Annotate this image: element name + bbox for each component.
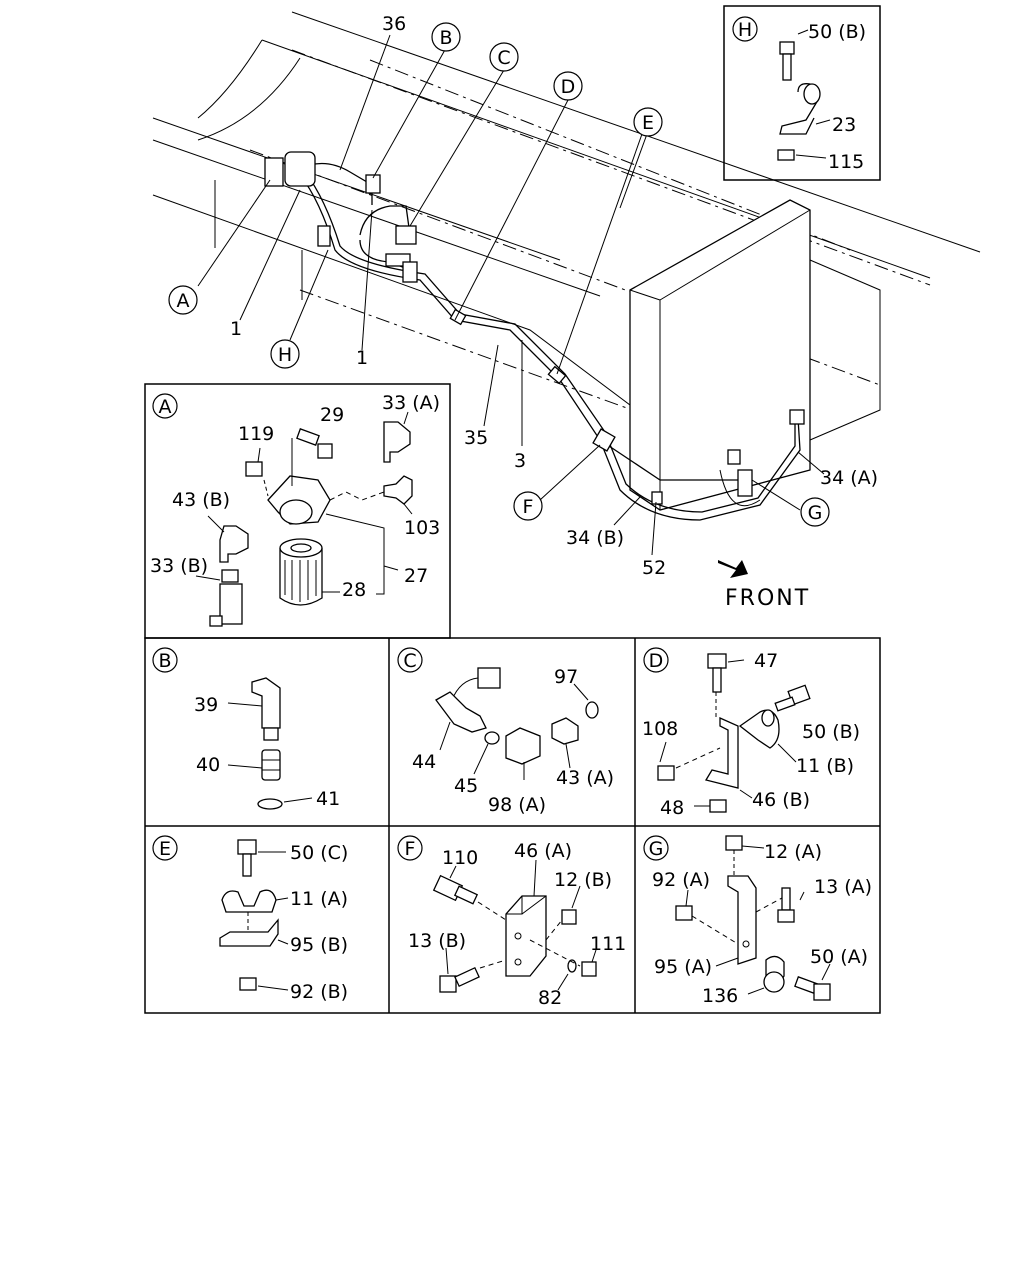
part-label-115: 115 (828, 151, 864, 173)
detail-h: H 50 (B) 23 115 (723, 5, 881, 181)
callout-g-detail: G (649, 838, 664, 860)
callout-d-detail: D (649, 650, 664, 672)
part-label-11b: 11 (B) (796, 755, 854, 777)
part-label-48: 48 (660, 797, 684, 819)
part-label-111: 111 (590, 933, 626, 955)
part-label-29: 29 (320, 404, 344, 426)
part-label-40: 40 (196, 754, 220, 776)
part-label-41: 41 (316, 788, 340, 810)
part-label-43a: 43 (A) (556, 767, 614, 789)
part-label-92a: 92 (A) (652, 869, 710, 891)
part-label-39: 39 (194, 694, 218, 716)
detail-a: A 29 33 (A) 1 (144, 383, 451, 639)
part-label-46a: 46 (A) (514, 840, 572, 862)
part-label-46b: 46 (B) (752, 789, 810, 811)
part-label-44: 44 (412, 751, 436, 773)
part-label-12a: 12 (A) (764, 841, 822, 863)
part-label-136: 136 (702, 985, 738, 1007)
callout-c-circle (489, 42, 519, 72)
detail-g: G 12 (A) 92 (A) 13 (A) 95 (A) 50 (A) 136 (643, 835, 872, 1007)
part-label-11a: 11 (A) (290, 888, 348, 910)
part-label-35: 35 (464, 427, 488, 449)
callout-b-circle (431, 22, 461, 52)
part-label-27: 27 (404, 565, 428, 587)
part-label-50b: 50 (B) (808, 21, 866, 43)
front-label: FRONT (725, 586, 810, 611)
detail-d: D 47 108 50 (B) 11 (B) 48 46 (B) (642, 647, 860, 819)
part-label-92b: 92 (B) (290, 981, 348, 1003)
part-label-13a: 13 (A) (814, 876, 872, 898)
callout-a: A (177, 290, 190, 312)
part-label-3: 3 (514, 450, 526, 472)
part-label-34a: 34 (A) (820, 467, 878, 489)
part-label-50a: 50 (A) (810, 946, 868, 968)
callout-e-circle (633, 107, 663, 137)
part-label-119: 119 (238, 423, 274, 445)
part-label-110: 110 (442, 847, 478, 869)
callout-g: G (808, 502, 823, 524)
front-arrow-icon (718, 560, 748, 578)
callout-a-detail: A (159, 396, 172, 418)
part-label-95a: 95 (A) (654, 956, 712, 978)
callout-e-detail: E (159, 838, 171, 860)
part-label-23: 23 (832, 114, 856, 136)
part-label-1: 1 (230, 318, 242, 340)
part-label-95b: 95 (B) (290, 934, 348, 956)
part-label-50c: 50 (C) (290, 842, 348, 864)
part-label-50b: 50 (B) (802, 721, 860, 743)
part-label-13b: 13 (B) (408, 930, 466, 952)
part-label-28: 28 (342, 579, 366, 601)
part-label-43b: 43 (B) (172, 489, 230, 511)
part-label-33b: 33 (B) (150, 555, 208, 577)
callout-d: D (561, 76, 576, 98)
callout-d-circle (553, 71, 583, 101)
part-label-12b: 12 (B) (554, 869, 612, 891)
callout-b: B (439, 27, 452, 49)
detail-b: B 39 40 41 (152, 647, 340, 810)
part-label-33a: 33 (A) (382, 392, 440, 414)
callout-h-detail: H (738, 19, 752, 41)
part-label-47: 47 (754, 650, 778, 672)
callout-c: C (497, 47, 510, 69)
callout-b-detail: B (158, 650, 171, 672)
part-label-34b: 34 (B) (566, 527, 624, 549)
part-label-1: 1 (356, 347, 368, 369)
callout-a-circle (168, 285, 198, 315)
part-label-108: 108 (642, 718, 678, 740)
detail-c: C 97 44 45 43 (A) 98 (A) (397, 647, 614, 816)
callout-f: F (523, 496, 534, 518)
main-view: A B C D E F G H 36 1 1 35 3 34 (A) 34 (B… (152, 11, 981, 611)
part-label-82: 82 (538, 987, 562, 1009)
callout-h-circle (270, 339, 300, 369)
detail-e: E 50 (C) 11 (A) 95 (B) 92 (B) (152, 835, 348, 1003)
callout-g-circle (800, 497, 830, 527)
callout-c-detail: C (403, 650, 416, 672)
part-label-52: 52 (642, 557, 666, 579)
part-label-103: 103 (404, 517, 440, 539)
callout-h: H (278, 344, 292, 366)
callout-f-detail: F (405, 838, 416, 860)
part-label-98a: 98 (A) (488, 794, 546, 816)
detail-f: F 110 46 (A) 12 (B) 13 (B) 111 82 (397, 835, 626, 1009)
part-label-36: 36 (382, 13, 406, 35)
part-label-97: 97 (554, 666, 578, 688)
callout-e: E (642, 112, 654, 134)
callout-f-circle (513, 491, 543, 521)
part-label-45: 45 (454, 775, 478, 797)
